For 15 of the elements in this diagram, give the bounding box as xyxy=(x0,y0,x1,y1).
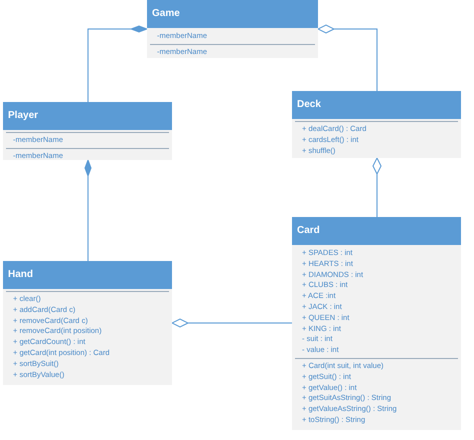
class-box xyxy=(3,102,172,160)
class-box xyxy=(3,261,172,385)
class-box xyxy=(147,0,318,58)
class-name: Player xyxy=(3,102,172,130)
class-box xyxy=(292,91,461,158)
class-name: Hand xyxy=(3,261,172,289)
aggregation-line xyxy=(88,26,148,102)
class-name: Game xyxy=(147,0,318,28)
class-name: Deck xyxy=(292,91,461,119)
aggregation-line xyxy=(172,318,292,328)
aggregation-line xyxy=(372,158,382,218)
aggregation-line xyxy=(84,160,92,262)
aggregation-line xyxy=(318,24,378,92)
class-name: Card xyxy=(292,217,461,245)
class-box xyxy=(292,217,461,430)
